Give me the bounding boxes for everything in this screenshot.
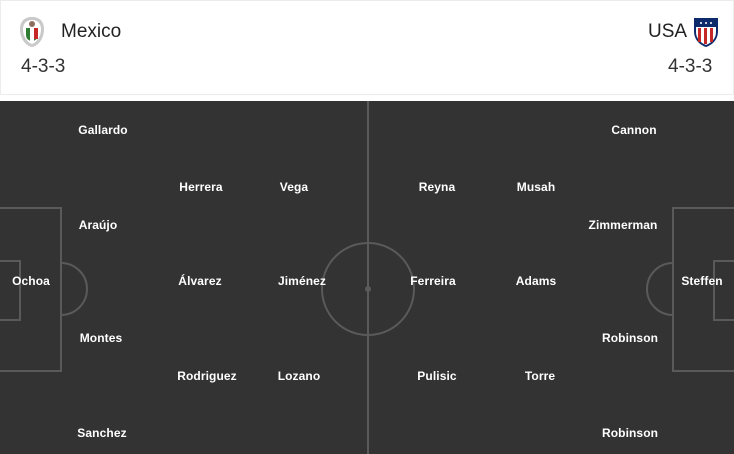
player-away-cm2[interactable]: Adams — [515, 274, 557, 288]
player-home-fw3[interactable]: Lozano — [277, 369, 321, 383]
right-goal-box — [713, 260, 734, 321]
center-circle — [321, 242, 415, 336]
pitch: Ochoa Gallardo Araújo Montes Sanchez Her… — [0, 101, 734, 454]
player-home-fw2[interactable]: Jiménez — [277, 274, 327, 288]
player-away-fw1[interactable]: Reyna — [418, 180, 456, 194]
away-formation: 4-3-3 — [668, 56, 713, 77]
player-home-cm1[interactable]: Herrera — [179, 180, 223, 194]
right-penalty-arc — [646, 262, 674, 316]
left-penalty-arc — [60, 262, 88, 316]
left-penalty-box — [0, 207, 62, 372]
center-spot — [365, 286, 371, 292]
player-home-cb2[interactable]: Montes — [79, 331, 123, 345]
match-header: Mexico 4-3-3 USA 4-3-3 — [0, 0, 734, 95]
left-goal-box — [0, 260, 21, 321]
usa-crest-icon — [691, 15, 721, 49]
player-home-cm3[interactable]: Rodriguez — [177, 369, 237, 383]
player-away-cm1[interactable]: Musah — [516, 180, 556, 194]
player-away-rb[interactable]: Cannon — [611, 123, 657, 137]
player-home-cb1[interactable]: Araújo — [78, 218, 118, 232]
player-home-lb[interactable]: Gallardo — [78, 123, 128, 137]
player-away-cb1[interactable]: Zimmerman — [588, 218, 658, 232]
home-team-name: Mexico — [61, 21, 122, 42]
player-away-lb[interactable]: Robinson — [601, 426, 659, 440]
player-home-gk[interactable]: Ochoa — [12, 274, 50, 288]
pitch-markings — [0, 101, 734, 454]
away-team-name: USA — [648, 21, 688, 42]
player-home-cm2[interactable]: Álvarez — [178, 274, 222, 288]
player-away-cm3[interactable]: Torre — [524, 369, 556, 383]
player-home-rb[interactable]: Sanchez — [77, 426, 127, 440]
home-formation: 4-3-3 — [21, 56, 66, 77]
right-penalty-box — [672, 207, 734, 372]
player-away-cb2[interactable]: Robinson — [601, 331, 659, 345]
player-away-fw2[interactable]: Ferreira — [410, 274, 456, 288]
player-away-fw3[interactable]: Pulisic — [417, 369, 457, 383]
player-away-gk[interactable]: Steffen — [681, 274, 723, 288]
player-home-fw1[interactable]: Vega — [279, 180, 309, 194]
mexico-crest-icon — [17, 15, 47, 49]
